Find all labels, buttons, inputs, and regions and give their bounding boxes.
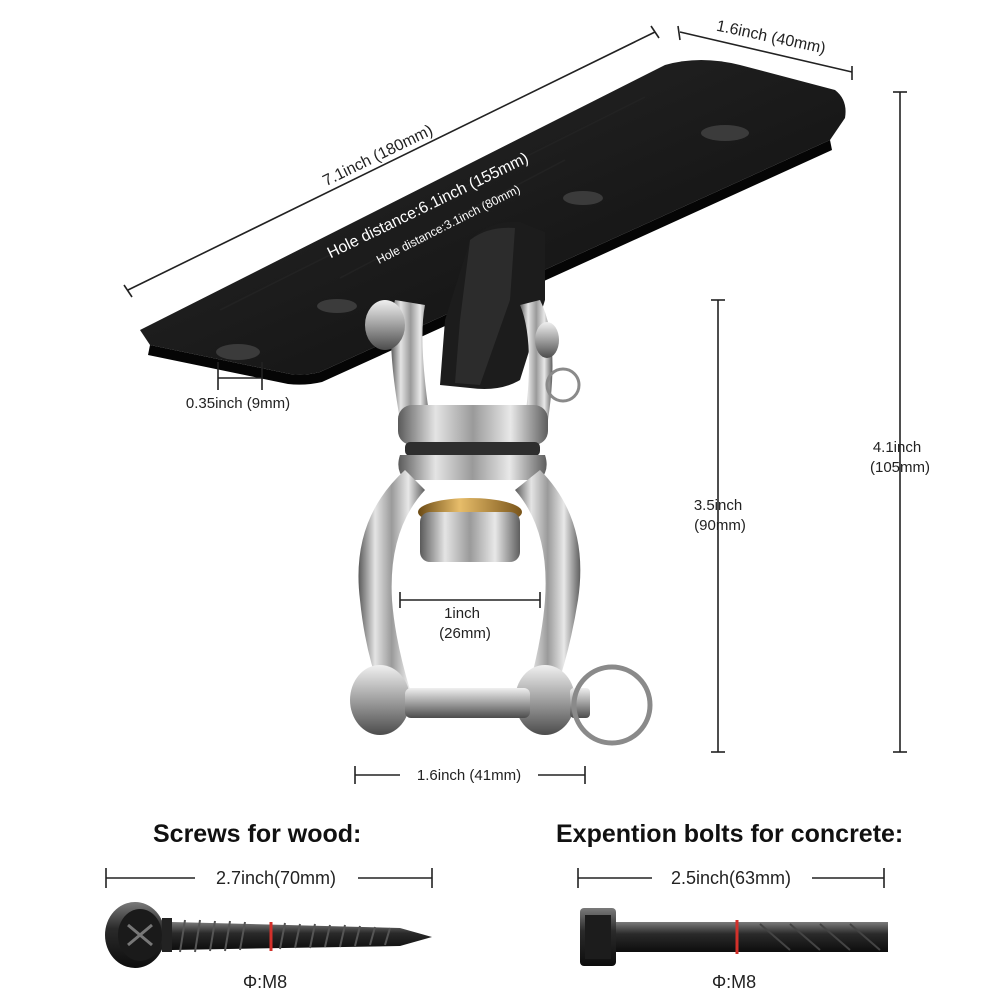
concrete-bolt-image <box>580 908 888 966</box>
total-height-mm-label: (105mm) <box>870 459 930 476</box>
split-ring <box>571 664 653 746</box>
concrete-bolt-diameter-label: Φ:M8 <box>712 972 756 992</box>
shackle-width-label: 1.6inch (41mm) <box>417 767 521 784</box>
swivel-height-mm-label: (90mm) <box>694 517 746 534</box>
plate-width-label: 1.6inch (40mm) <box>715 18 827 58</box>
concrete-bolt-heading: Expention bolts for concrete: <box>556 820 904 848</box>
shackle-pin <box>405 688 530 718</box>
bottom-shackle <box>350 470 653 746</box>
pin-end <box>535 322 559 358</box>
mounting-plate <box>140 60 846 385</box>
top-shackle <box>365 300 581 420</box>
wood-screw-length-label: 2.7inch(70mm) <box>216 868 336 888</box>
plate-length-label: 7.1inch (180mm) <box>320 122 435 190</box>
total-height-label: 4.1inch <box>873 439 921 456</box>
wood-screw-heading: Screws for wood: <box>153 820 362 848</box>
mounting-hole <box>563 191 603 205</box>
inner-width-label: 1inch <box>444 605 480 622</box>
pin-head <box>365 300 405 350</box>
split-ring <box>545 367 581 403</box>
mounting-hole <box>317 299 357 313</box>
swivel-height-label: 3.5inch <box>694 497 742 514</box>
hole-diameter-label: 0.35inch (9mm) <box>186 395 290 412</box>
mounting-hole <box>216 344 260 360</box>
swivel <box>398 405 548 562</box>
concrete-bolt-length-label: 2.5inch(63mm) <box>671 868 791 888</box>
wood-screw-image <box>105 902 432 968</box>
wood-screw-diameter-label: Φ:M8 <box>243 972 287 992</box>
dimension-lines <box>105 25 907 888</box>
inner-width-mm-label: (26mm) <box>439 625 491 642</box>
mounting-hole <box>701 125 749 141</box>
bracket-ear <box>440 221 545 389</box>
